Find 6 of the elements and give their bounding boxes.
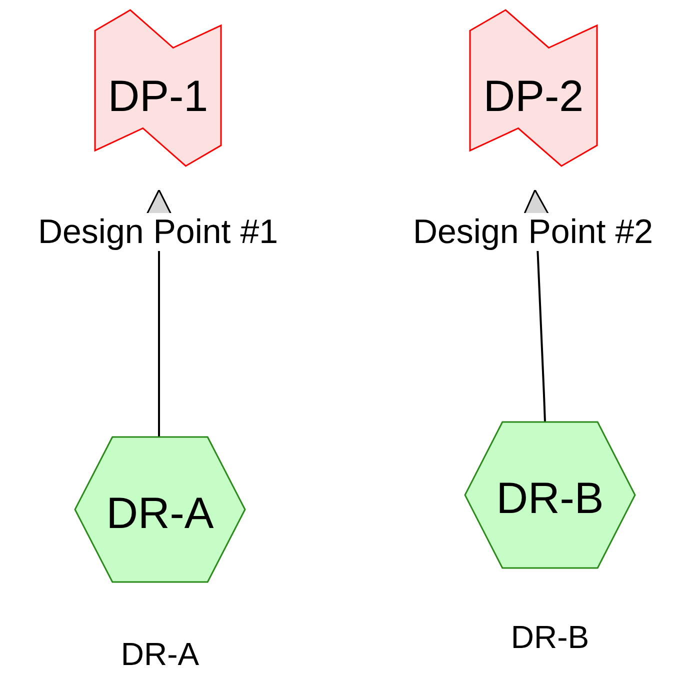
- node-label: DP-1: [106, 72, 210, 122]
- node-label: DR-A: [105, 489, 215, 539]
- node-label: DR-B: [495, 474, 605, 524]
- caption-text: Design Point #1: [38, 213, 278, 251]
- caption-text: Design Point #2: [412, 213, 654, 251]
- node-label: DP-2: [482, 72, 585, 122]
